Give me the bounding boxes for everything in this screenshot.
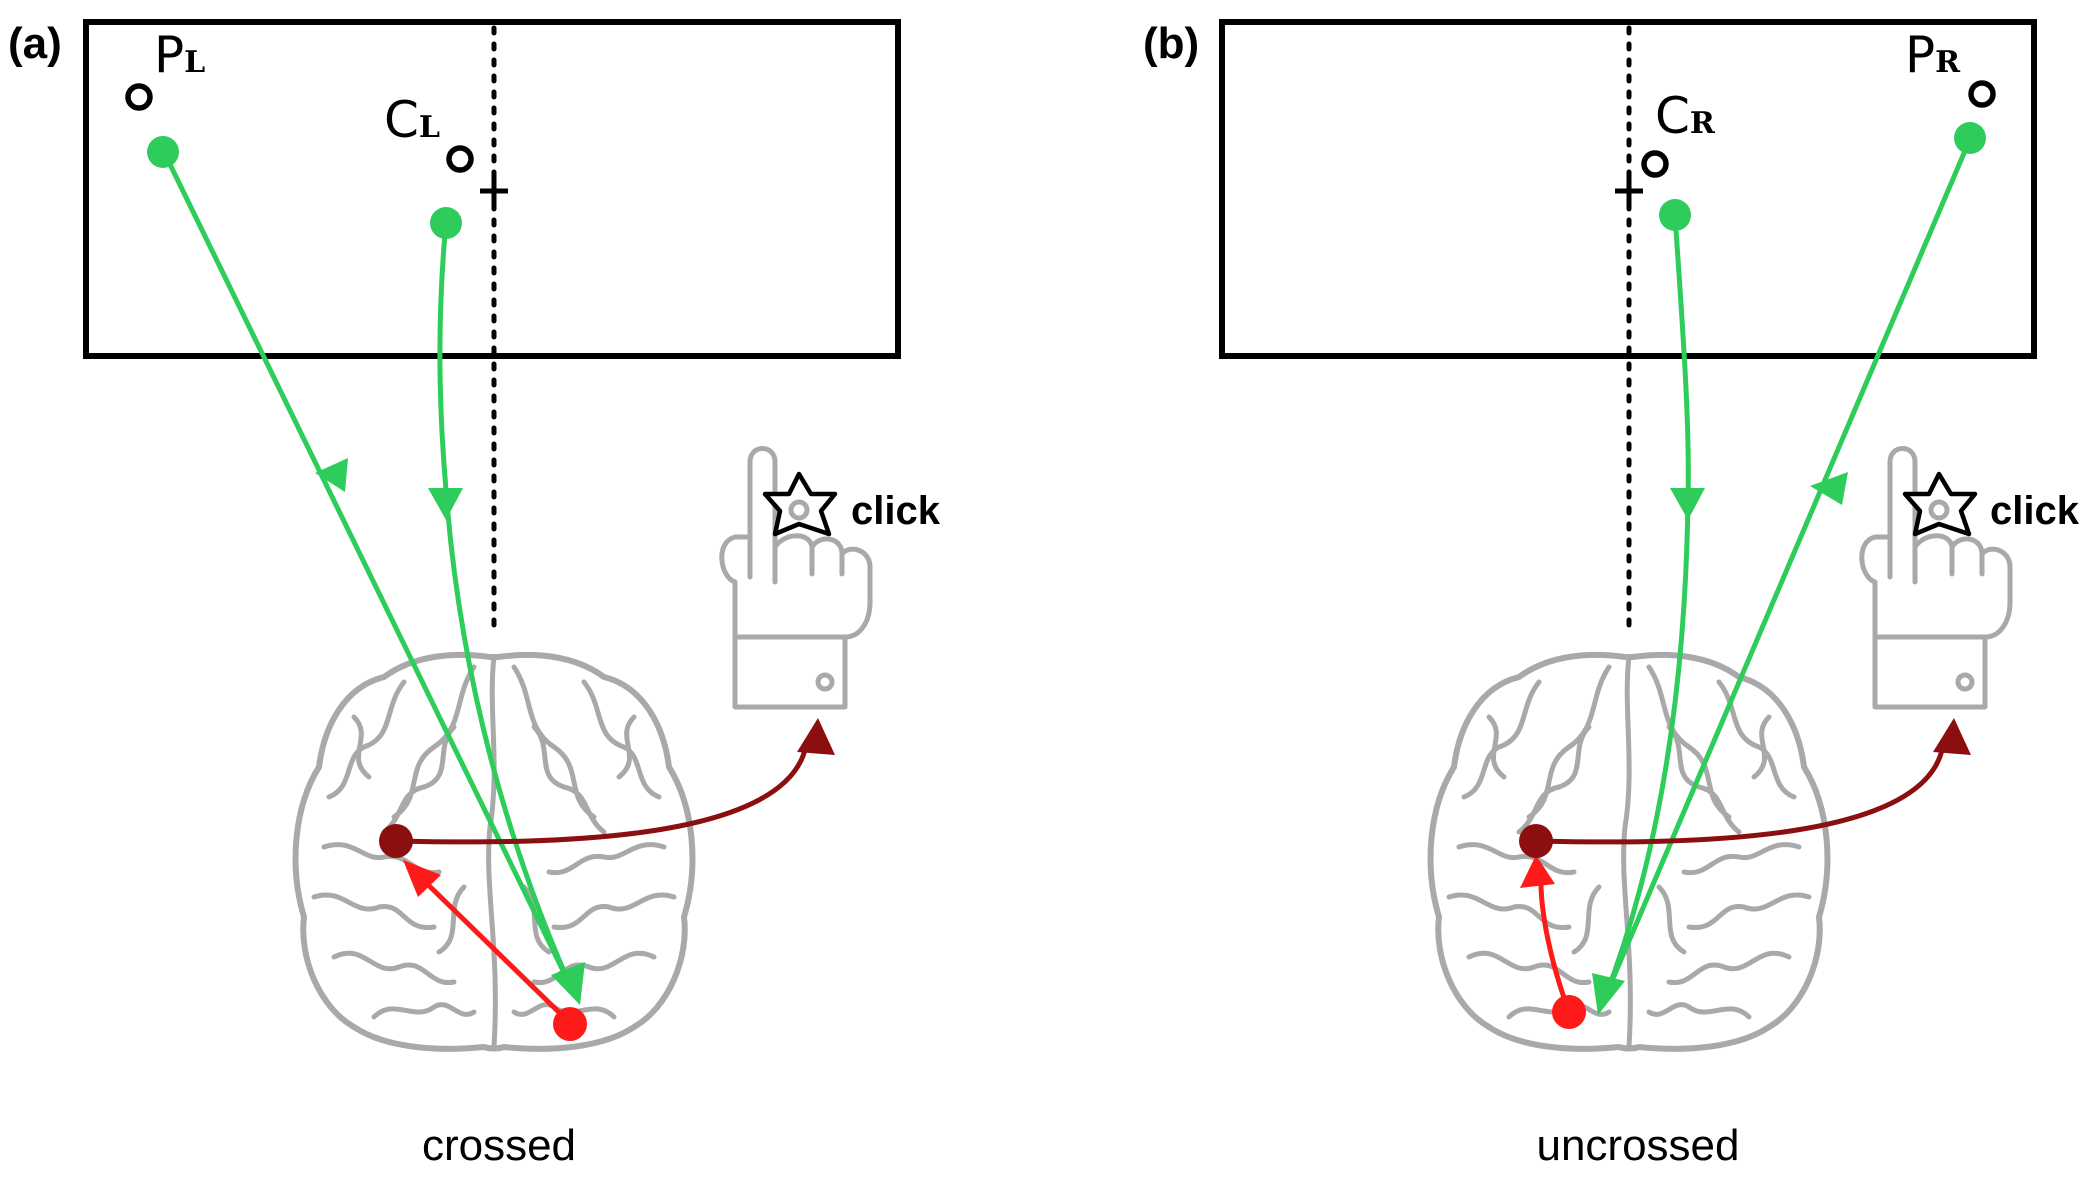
path-arrowhead-a [551, 962, 585, 1005]
path-arrow-a1 [315, 458, 348, 492]
visual-path-peripheral-b [1603, 136, 1973, 998]
caption-crossed: crossed [422, 1121, 576, 1170]
screen-b [1219, 19, 2037, 359]
central-marker-a [446, 145, 474, 173]
path-arrowhead-b [1592, 973, 1625, 1015]
peripheral-label-b: PR [1905, 26, 1961, 84]
motor-cortex-dot-b [1519, 824, 1553, 858]
peripheral-marker-b [1968, 80, 1996, 108]
path-arrow-a2 [428, 488, 463, 520]
cortex-arrowhead-a [403, 860, 441, 897]
central-target-dot-b [1659, 199, 1691, 231]
click-label-a: click [851, 489, 941, 533]
fingertip-b [1928, 499, 1950, 521]
peripheral-label-a: PL [154, 26, 205, 84]
motor-cortex-dot-a [379, 824, 413, 858]
visual-path-peripheral-a [160, 147, 573, 988]
fingertip-a [788, 499, 810, 521]
caption-uncrossed: uncrossed [1536, 1121, 1739, 1170]
visual-path-central-b [1603, 212, 1691, 998]
visual-cortex-dot-a [553, 1007, 587, 1041]
motor-path-b [1533, 747, 1945, 845]
peripheral-marker-a [125, 83, 153, 111]
motor-arrowhead-b [1933, 718, 1971, 755]
motor-arrowhead-a [797, 718, 835, 755]
visual-path-central-a [437, 219, 573, 988]
central-target-dot-a [430, 207, 462, 239]
central-label-b: CR [1655, 87, 1716, 145]
cortex-arrowhead-b [1520, 855, 1555, 888]
panel-a: (a) PL CL click [8, 19, 941, 1170]
fixation-cross-icon [480, 177, 508, 205]
click-label-b: click [1990, 489, 2080, 533]
screen-a [83, 19, 901, 359]
cortex-link-a [414, 871, 573, 1026]
peripheral-target-dot-a [147, 136, 179, 168]
brain-icon [1431, 655, 1828, 1049]
central-marker-b [1641, 150, 1669, 178]
path-arrow-b2 [1670, 488, 1705, 520]
cortex-link-b [1538, 873, 1572, 1015]
panel-a-label: (a) [8, 19, 62, 68]
brain-icon [296, 655, 693, 1049]
path-arrow-b1 [1810, 472, 1848, 505]
fixation-cross-icon [1615, 177, 1643, 205]
motor-path-a [393, 747, 808, 845]
visual-cortex-dot-b [1552, 995, 1586, 1029]
peripheral-target-dot-b [1954, 122, 1986, 154]
central-label-a: CL [384, 91, 440, 149]
panel-b-label: (b) [1143, 19, 1199, 68]
panel-b: (b) PR CR click [1143, 19, 2080, 1170]
